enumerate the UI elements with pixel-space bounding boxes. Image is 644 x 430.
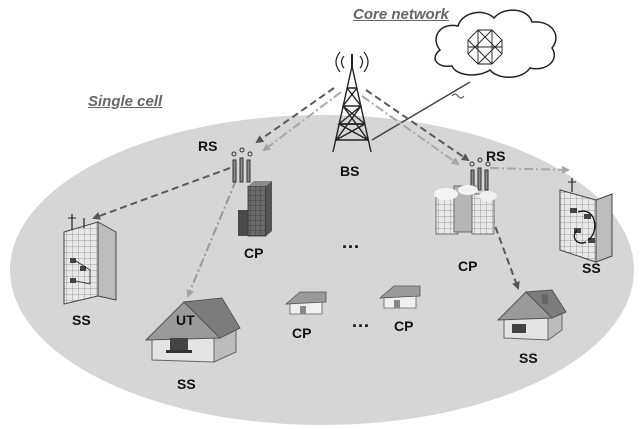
relay-station-left-icon: [231, 147, 253, 183]
cp-tower-label: CP: [244, 245, 264, 261]
ellipsis-between-houses: ...: [352, 311, 371, 331]
cp-house-right-label: CP: [394, 318, 414, 334]
backhaul-break: [451, 93, 465, 99]
arrow-bs-rs-left-dark: [255, 87, 335, 144]
backhaul-link: [371, 81, 471, 141]
ut-label: UT: [176, 312, 195, 328]
house-left-icon: [144, 297, 241, 363]
single-cell-label: Single cell: [88, 93, 163, 110]
ss-house-left-label: SS: [177, 376, 196, 392]
arrow-rs-right-ss-building: [489, 165, 570, 174]
core-network-label: Core network: [353, 6, 449, 23]
cp-house-left-icon: [284, 291, 327, 315]
base-station-tower-icon: [332, 51, 372, 153]
computer-icon: [512, 324, 526, 333]
rs-right-label: RS: [486, 148, 506, 164]
laptop-icon: [170, 338, 188, 350]
house-right-icon: [496, 289, 567, 341]
ss-right-building-label: SS: [582, 260, 601, 276]
cp-right-building-label: CP: [458, 258, 478, 274]
bs-label: BS: [340, 163, 360, 179]
ss-office-building-right-icon: [559, 178, 613, 263]
ss-house-right-label: SS: [519, 350, 538, 366]
rs-left-label: RS: [198, 138, 218, 154]
cp-house-left-label: CP: [292, 325, 312, 341]
ss-office-building-left-icon: [63, 214, 117, 305]
arrow-bs-rs-left-light: [262, 91, 342, 152]
core-network-cloud: [434, 9, 557, 78]
link-arrows: [92, 87, 570, 298]
ss-left-building-label: SS: [72, 312, 91, 328]
arrow-rs-left-ut: [186, 179, 237, 298]
cp-tower-building-icon: [238, 181, 272, 237]
arrow-bs-rs-right-light: [361, 95, 460, 166]
arrow-rs-left-ss-building: [92, 167, 231, 220]
network-mesh-icon: [467, 29, 503, 65]
ellipsis-center: ...: [342, 232, 361, 252]
arrow-bs-rs-right-dark: [365, 89, 470, 162]
cp-building-cluster-icon: [434, 185, 497, 235]
cp-house-right-icon: [378, 285, 421, 309]
